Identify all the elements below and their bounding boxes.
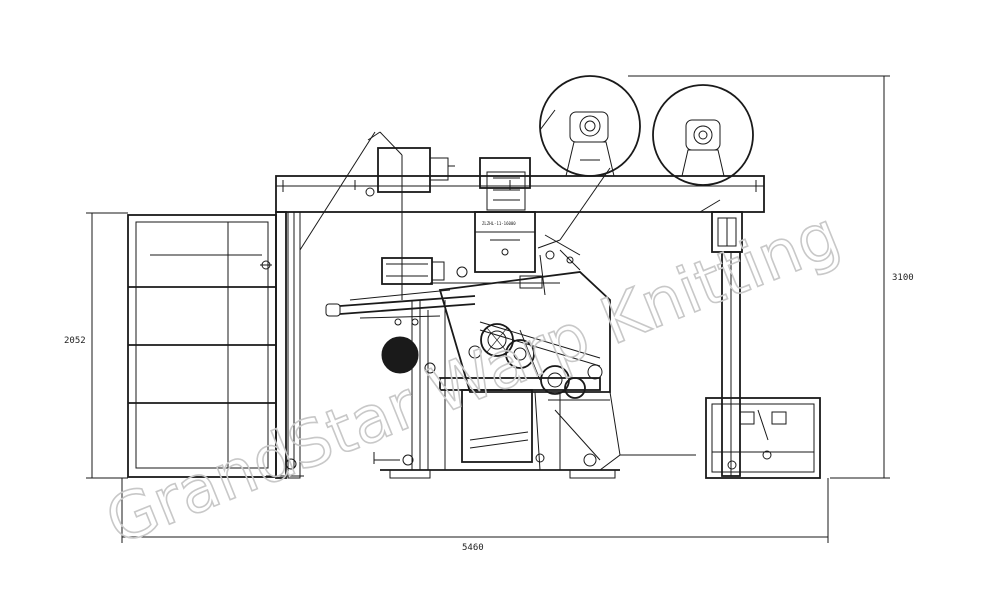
lower-frame (373, 300, 696, 479)
watermark-text: GrandStar Warp Knitting (96, 198, 850, 560)
machine-plate-label: ZLZHL-11-16000 (482, 221, 516, 226)
dimension-left-label: 2052 (64, 336, 86, 346)
fabric-roll (381, 336, 419, 374)
warp-beam-left (539, 75, 641, 177)
top-left-box (377, 147, 455, 193)
gear-cluster (424, 321, 603, 399)
knitting-housing (430, 234, 611, 393)
dimension-bottom-label: 5460 (462, 543, 484, 553)
top-beam (275, 131, 765, 300)
dimension-right: 3100 (628, 75, 914, 479)
warp-beam-right (652, 84, 754, 186)
feed-arm (325, 289, 476, 326)
dimension-right-label: 3100 (892, 273, 914, 283)
motor-box (381, 257, 468, 285)
right-pillar (699, 199, 743, 477)
control-box (705, 397, 821, 479)
creel-frame (127, 211, 304, 479)
center-column: ZLZHL-11-16000 (474, 157, 536, 273)
dimension-bottom: 5460 (121, 478, 829, 553)
dimension-left: 2052 (64, 212, 128, 479)
